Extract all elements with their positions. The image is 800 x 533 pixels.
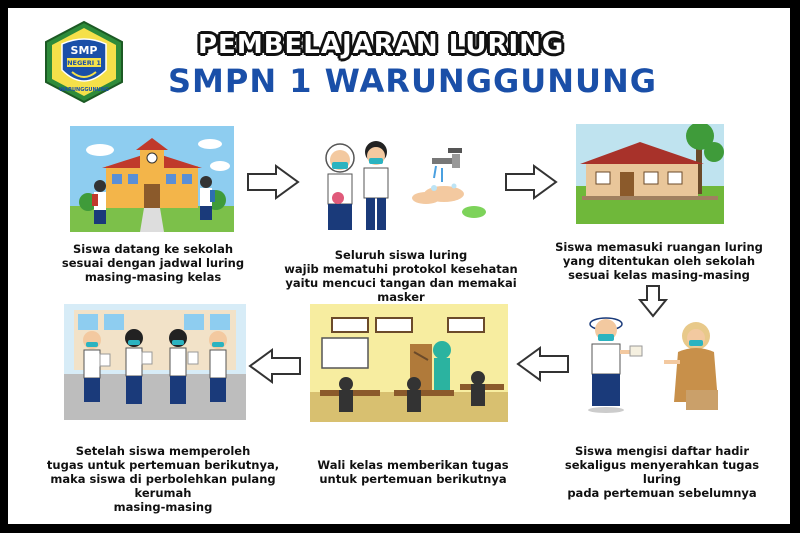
step-3-caption: Siswa memasuki ruangan luring yang diten… xyxy=(555,240,763,282)
school-logo-icon: SMP NEGERI 1 WARUNGGUNUNG xyxy=(45,20,123,104)
poster-title: PEMBELAJARAN LURING xyxy=(198,30,565,60)
poster-subtitle: SMPN 1 WARUNGGUNUNG xyxy=(168,62,658,100)
arrow-left-icon xyxy=(248,348,301,384)
step-4-caption: Siswa mengisi daftar hadir sekaligus men… xyxy=(564,444,760,500)
attendance-scene xyxy=(588,317,718,413)
step-6-caption: Setelah siswa memperoleh tugas untuk per… xyxy=(46,444,280,514)
school-arrival-scene xyxy=(70,126,234,232)
classroom-building-scene xyxy=(576,124,724,224)
logo-bottom-text: WARUNGGUNUNG xyxy=(59,87,109,93)
teacher-class-scene xyxy=(310,304,508,422)
logo-middle-text: NEGERI 1 xyxy=(67,59,101,67)
step-1-caption: Siswa datang ke sekolah sesuai dengan ja… xyxy=(61,242,245,284)
step-2-caption: Seluruh siswa luring wajib mematuhi prot… xyxy=(284,248,518,304)
arrow-right-icon xyxy=(247,164,300,200)
step-5-caption: Wali kelas memberikan tugas untuk pertem… xyxy=(317,458,509,486)
students-going-home-scene xyxy=(64,304,246,420)
arrow-down-icon xyxy=(638,285,668,318)
logo-top-text: SMP xyxy=(71,44,98,57)
arrow-left-icon xyxy=(516,346,569,382)
handwash-mask-scene xyxy=(325,141,486,230)
poster-frame: SMP NEGERI 1 WARUNGGUNUNG PEMBELAJARAN L… xyxy=(8,8,790,524)
arrow-right-icon xyxy=(505,164,558,200)
